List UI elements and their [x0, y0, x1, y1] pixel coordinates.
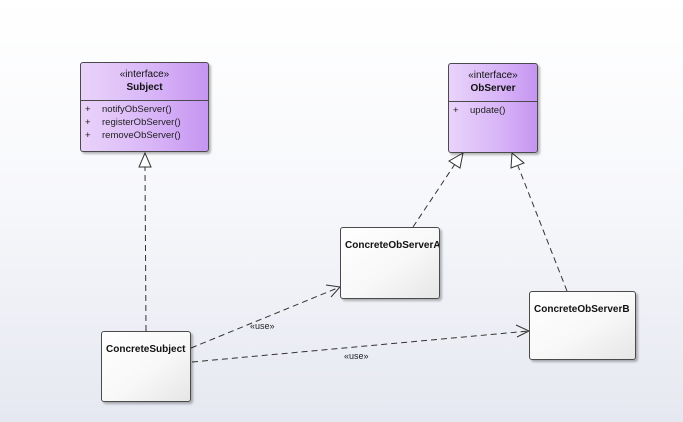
class-name: ConcreteObServerA	[345, 240, 440, 251]
operation-name: update()	[470, 105, 506, 116]
operations-compartment: + update()	[449, 101, 537, 117]
visibility-marker: +	[85, 117, 91, 128]
dependency-label-b: «use»	[344, 351, 369, 361]
class-header: «interface» ObServer	[449, 64, 537, 95]
operation-name: removeObServer()	[102, 130, 181, 141]
class-name: ObServer	[470, 83, 516, 94]
realization-line-observer-a	[412, 163, 456, 228]
class-name: ConcreteObServerB	[534, 304, 630, 315]
visibility-marker: +	[453, 105, 459, 116]
dependency-label-a: «use»	[250, 321, 275, 331]
operation-row: + registerObServer()	[81, 116, 208, 129]
class-header: ConcreteSubject	[102, 332, 190, 356]
concrete-observer-a-class[interactable]: ConcreteObServerA	[340, 227, 440, 299]
visibility-marker: +	[85, 104, 91, 115]
operation-row: + notifyObServer()	[81, 103, 208, 116]
dependency-arrowhead-a	[325, 284, 341, 298]
operation-name: notifyObServer()	[102, 104, 172, 115]
dependency-line-a	[190, 286, 341, 349]
dependency-arrowhead-b	[515, 324, 531, 338]
operations-compartment: + notifyObServer() + registerObServer() …	[81, 100, 208, 142]
concrete-observer-b-class[interactable]: ConcreteObServerB	[529, 291, 636, 360]
class-header: ConcreteObServerB	[530, 292, 635, 316]
stereotype-label: «interface»	[119, 69, 170, 80]
class-header: ConcreteObServerA	[341, 228, 439, 252]
realization-arrowhead-observer-a	[448, 152, 464, 169]
realization-arrowhead-observer-b	[510, 151, 525, 169]
realization-arrowhead-subject	[138, 151, 152, 168]
realization-line-subject	[144, 166, 147, 332]
subject-interface-class[interactable]: «interface» Subject + notifyObServer() +…	[80, 62, 209, 152]
class-name: Subject	[126, 82, 163, 93]
operation-name: registerObServer()	[102, 117, 181, 128]
operation-row: + removeObServer()	[81, 129, 208, 142]
class-name: ConcreteSubject	[106, 344, 186, 355]
realization-line-observer-b	[517, 165, 568, 292]
observer-interface-class[interactable]: «interface» ObServer + update()	[448, 63, 538, 153]
class-header: «interface» Subject	[81, 63, 208, 94]
operation-row: + update()	[449, 104, 537, 117]
concrete-subject-class[interactable]: ConcreteSubject	[101, 331, 191, 402]
visibility-marker: +	[85, 130, 91, 141]
stereotype-label: «interface»	[468, 70, 518, 81]
dependency-line-b	[191, 330, 530, 363]
